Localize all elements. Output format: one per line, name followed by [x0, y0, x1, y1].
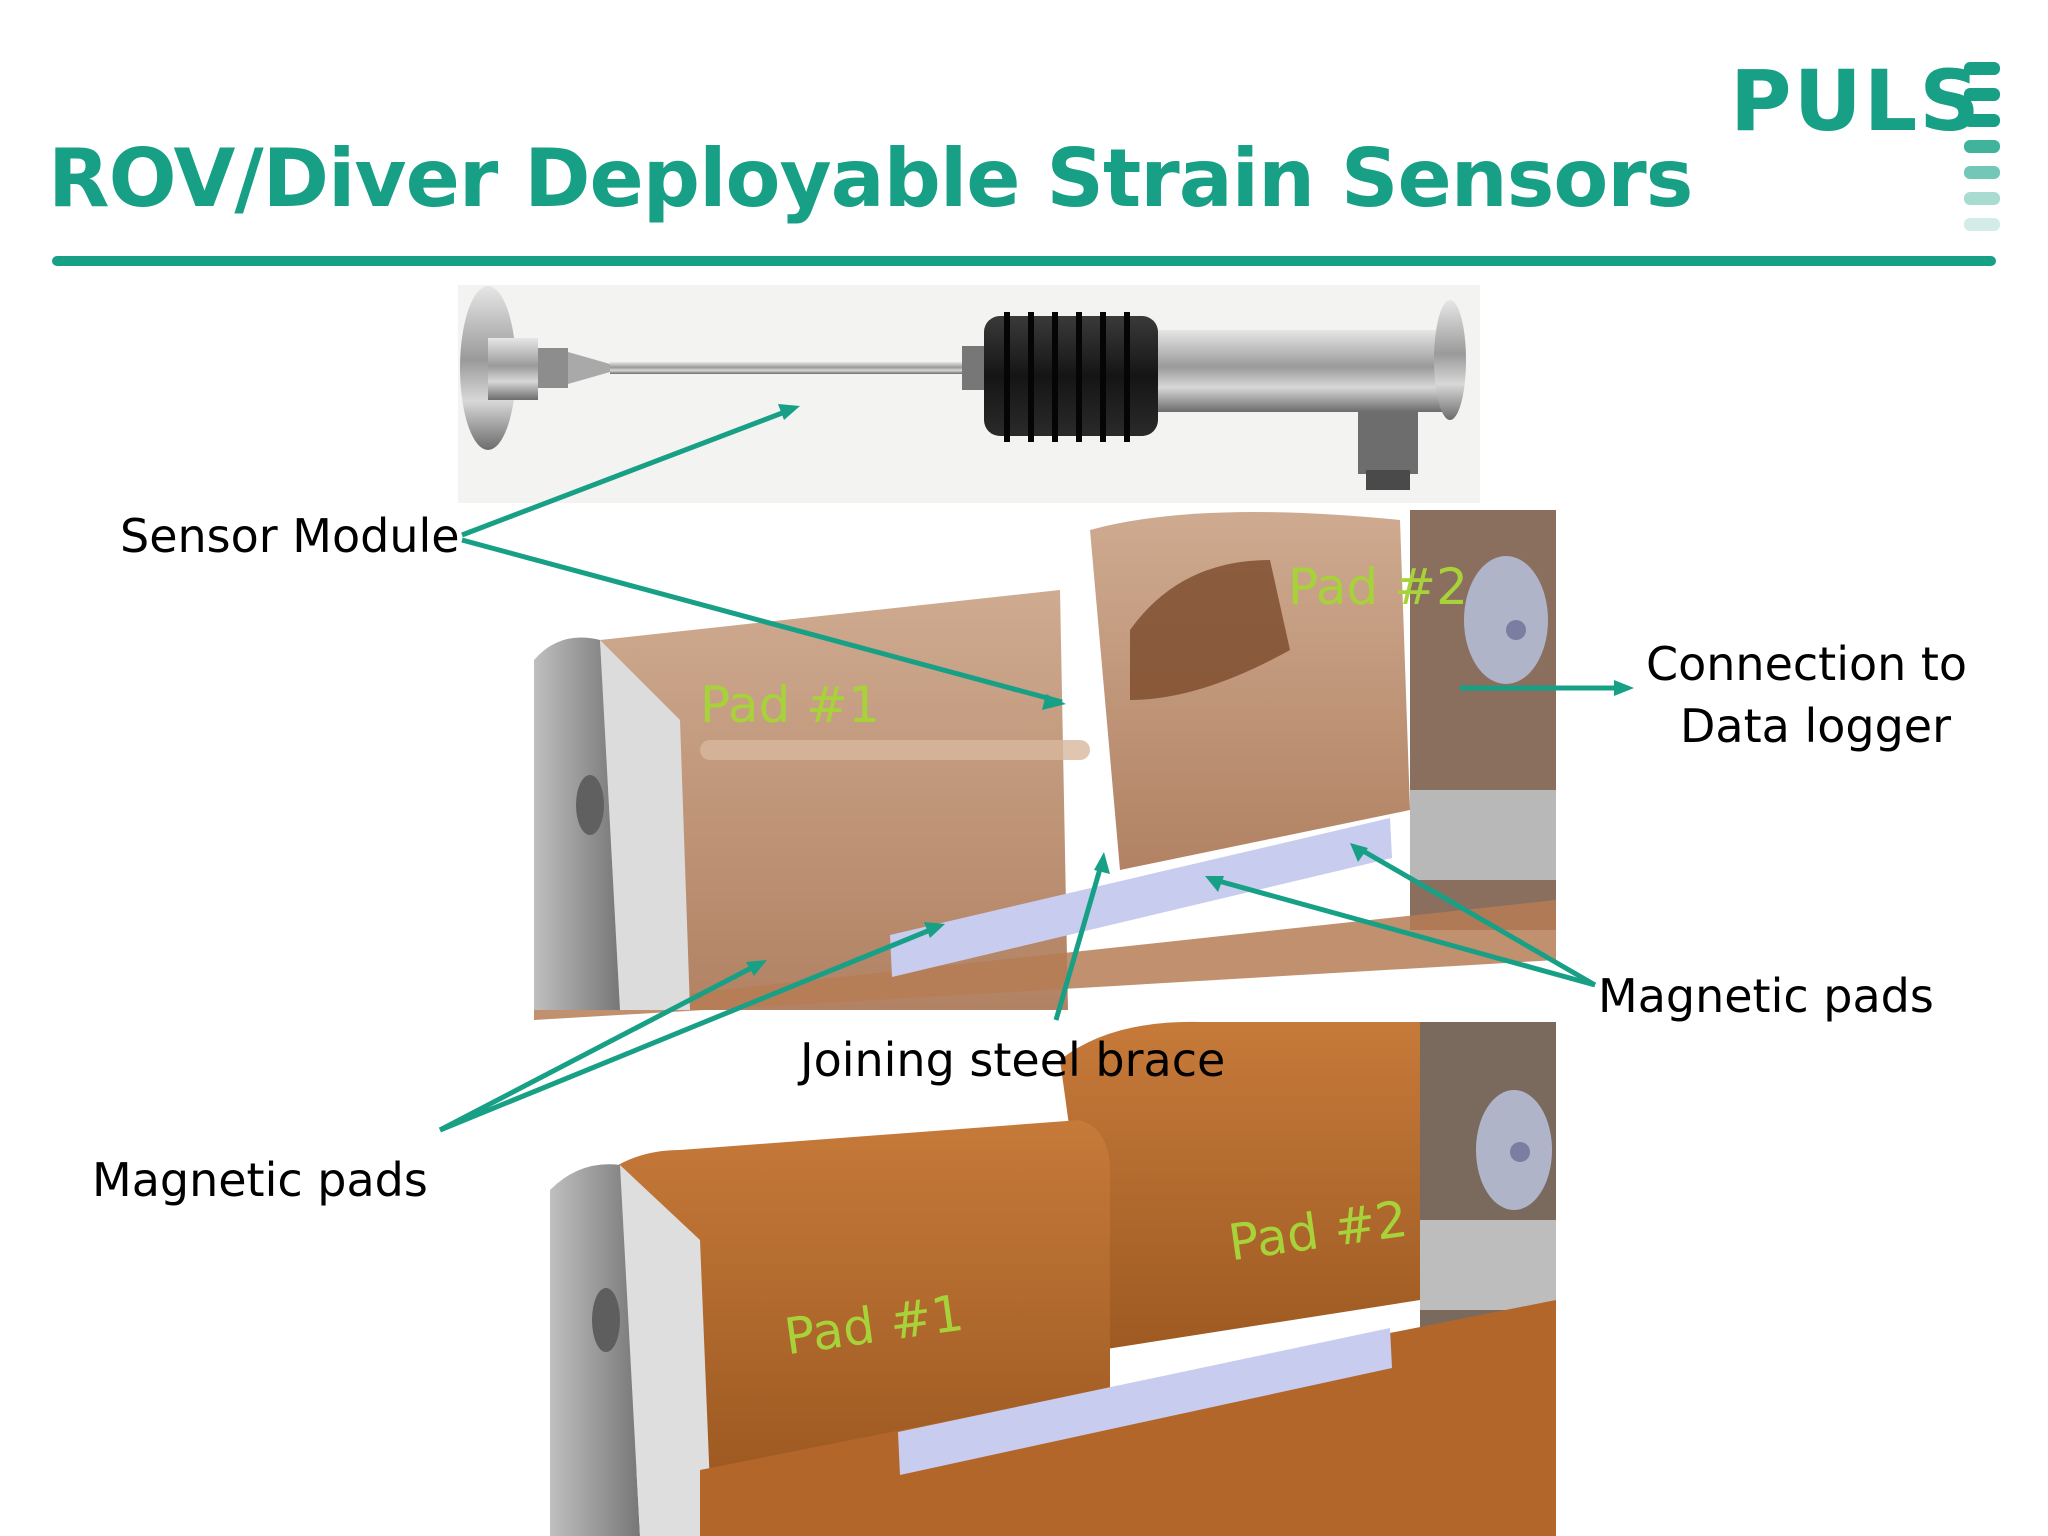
sensor-module-photo — [458, 285, 1480, 503]
pulse-logo-bars-icon — [1964, 62, 2000, 231]
slide-title: ROV/Diver Deployable Strain Sensors — [48, 132, 1693, 225]
arrow-heads — [746, 404, 1634, 976]
cad-transparent-view — [534, 510, 1556, 1020]
label-joining-steel-brace: Joining steel brace — [800, 1033, 1226, 1087]
label-connection-line1: Connection to — [1646, 637, 1968, 691]
label-magnetic-pads-right: Magnetic pads — [1598, 969, 1934, 1023]
label-connection-line2: Data logger — [1680, 699, 1951, 753]
title-underline — [52, 256, 1996, 266]
label-sensor-module: Sensor Module — [120, 509, 460, 563]
logo-text: PULS — [1730, 52, 1982, 150]
callout-arrows — [438, 407, 1620, 1133]
label-magnetic-pads-left: Magnetic pads — [92, 1153, 428, 1207]
pad-label-top-2: Pad #2 — [1288, 558, 1468, 616]
pulse-logo: PULS — [1730, 52, 2000, 242]
cad-solid-view — [550, 1021, 1556, 1536]
pad-label-top-1: Pad #1 — [700, 676, 880, 734]
